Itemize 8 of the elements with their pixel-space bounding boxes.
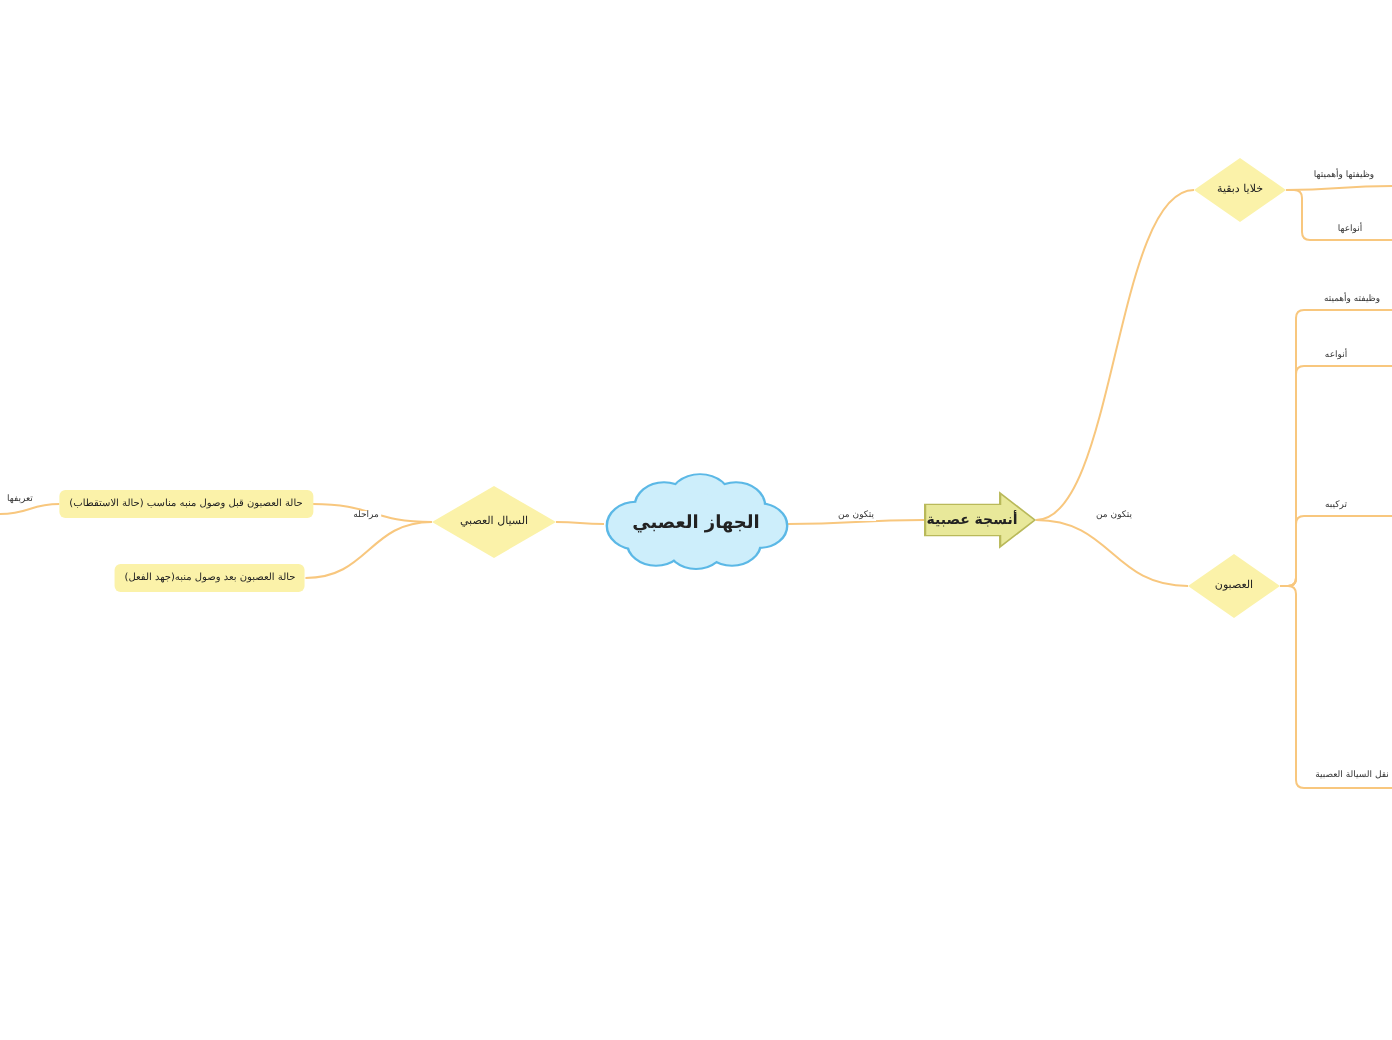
connector [1035,189,1195,521]
connector [0,503,61,515]
connector [1035,519,1189,587]
connector [304,521,433,579]
connector [1279,585,1392,789]
connector [787,519,925,525]
connector [555,521,605,525]
connector [1285,189,1392,241]
